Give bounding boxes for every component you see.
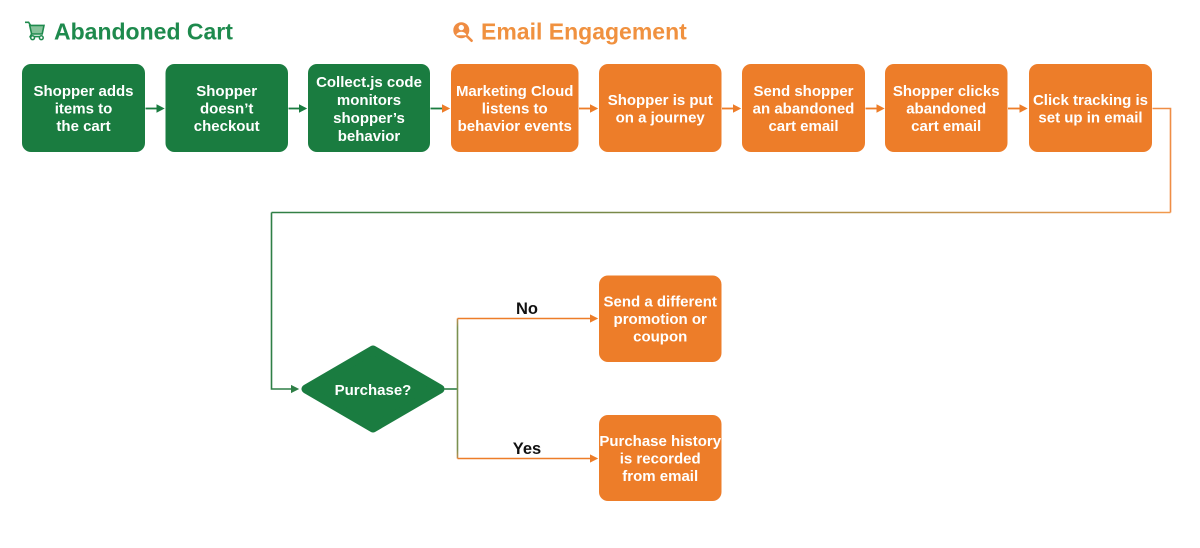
svg-text:checkout: checkout: [194, 118, 260, 135]
svg-text:on a journey: on a journey: [616, 110, 706, 127]
svg-text:from email: from email: [622, 468, 698, 485]
svg-text:No: No: [516, 300, 538, 318]
svg-text:monitors: monitors: [337, 92, 401, 109]
svg-text:Shopper is put: Shopper is put: [608, 92, 713, 109]
svg-text:listens to: listens to: [482, 101, 548, 118]
svg-text:doesn’t: doesn’t: [200, 101, 253, 118]
svg-text:Marketing Cloud: Marketing Cloud: [456, 83, 574, 100]
svg-text:behavior events: behavior events: [458, 118, 572, 135]
svg-text:the cart: the cart: [56, 118, 110, 135]
svg-text:Collect.js code: Collect.js code: [316, 74, 422, 91]
svg-text:Yes: Yes: [513, 440, 541, 458]
svg-text:Purchase?: Purchase?: [335, 382, 412, 399]
svg-text:Send a different: Send a different: [604, 294, 717, 311]
svg-text:promotion or: promotion or: [614, 311, 707, 328]
svg-text:Click tracking is: Click tracking is: [1033, 92, 1148, 109]
svg-text:items to: items to: [55, 101, 113, 118]
svg-text:Shopper: Shopper: [196, 83, 257, 100]
svg-text:cart email: cart email: [911, 118, 981, 135]
svg-text:Email Engagement: Email Engagement: [481, 19, 687, 45]
svg-text:an abandoned: an abandoned: [753, 101, 855, 118]
svg-text:Send shopper: Send shopper: [753, 83, 853, 100]
svg-text:Shopper adds: Shopper adds: [33, 83, 133, 100]
svg-text:cart email: cart email: [768, 118, 838, 135]
svg-text:is recorded: is recorded: [620, 450, 701, 467]
svg-text:coupon: coupon: [633, 329, 687, 346]
svg-text:behavior: behavior: [338, 128, 401, 145]
svg-text:abandoned: abandoned: [906, 101, 986, 118]
svg-text:shopper’s: shopper’s: [333, 110, 405, 127]
svg-text:Purchase history: Purchase history: [599, 433, 721, 450]
svg-text:set up in email: set up in email: [1038, 110, 1142, 127]
svg-text:Abandoned Cart: Abandoned Cart: [54, 19, 233, 45]
svg-text:Shopper clicks: Shopper clicks: [893, 83, 1000, 100]
